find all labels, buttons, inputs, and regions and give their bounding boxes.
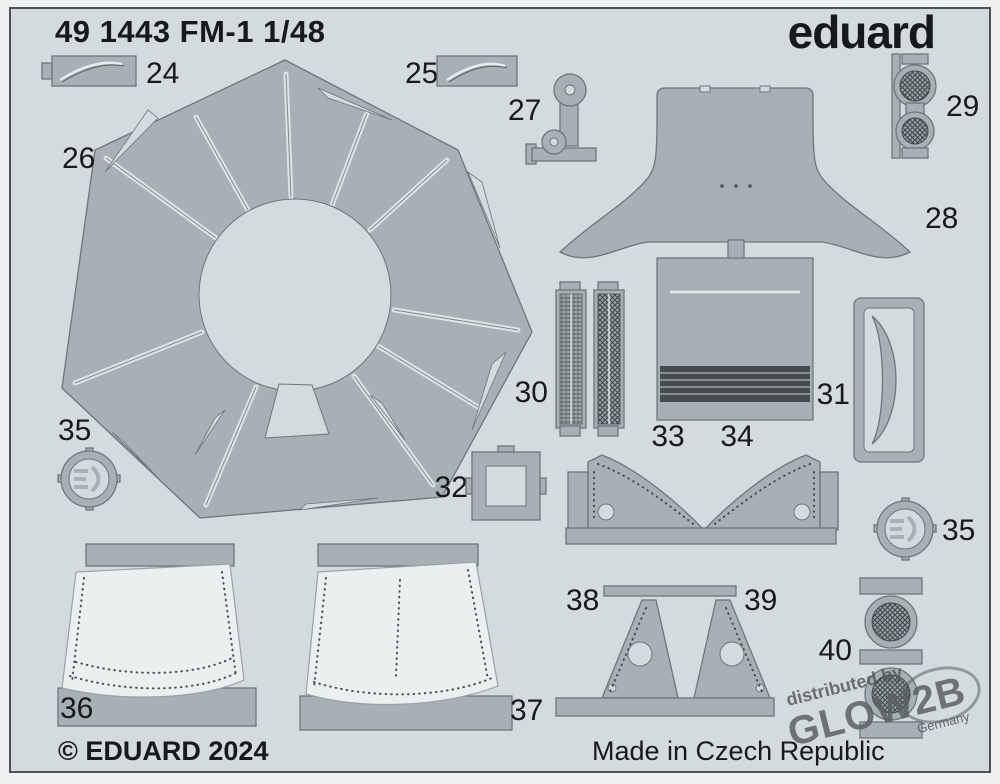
part-36-shape xyxy=(57,543,257,727)
part-30-shape xyxy=(555,281,625,437)
eduard-logo: eduard xyxy=(788,6,935,58)
part-35-right-shape xyxy=(873,497,937,561)
part-24-shape xyxy=(41,55,137,87)
part-40-label: 40 xyxy=(819,634,852,667)
part-36-label: 36 xyxy=(60,692,93,725)
part-32-label: 32 xyxy=(435,471,468,504)
part-31-shape xyxy=(853,297,925,463)
copyright-text: © EDUARD 2024 xyxy=(58,736,268,766)
part-29-label: 29 xyxy=(946,90,979,123)
part-35-right-label: 35 xyxy=(942,514,975,547)
part-38-shape xyxy=(601,585,737,699)
part-38-label: 38 xyxy=(566,584,599,617)
part-27-label: 27 xyxy=(508,94,541,127)
part-29-shape xyxy=(891,53,937,159)
watermark-swoosh xyxy=(899,666,981,724)
part-25-shape xyxy=(436,55,518,87)
part-34-shape xyxy=(705,454,839,531)
part-30-label: 30 xyxy=(515,376,548,409)
part-37-label: 37 xyxy=(510,694,543,727)
part-35-left-shape xyxy=(57,447,121,511)
part-27-shape xyxy=(525,73,597,165)
part-35-left-label: 35 xyxy=(58,414,91,447)
part-28-shape xyxy=(558,85,912,421)
part-33-shape xyxy=(567,454,703,531)
part-34-label: 34 xyxy=(720,420,753,453)
part-26-shape xyxy=(61,59,533,519)
sheet-title: 49 1443 FM-1 1/48 xyxy=(55,14,325,49)
part-31-label: 31 xyxy=(817,378,850,411)
made-in-text: Made in Czech Republic xyxy=(592,736,885,766)
part-32-shape xyxy=(465,445,547,521)
part-28-label: 28 xyxy=(925,202,958,235)
part-33-label: 33 xyxy=(651,420,684,453)
part-37-shape xyxy=(299,543,513,731)
part-40-shape xyxy=(859,577,923,739)
part-25-label: 25 xyxy=(405,57,438,90)
part-24-label: 24 xyxy=(146,57,179,90)
part-33-34-rail xyxy=(565,527,837,545)
part-39-label: 39 xyxy=(744,584,777,617)
part-38-39-rail xyxy=(555,697,775,717)
part-26-label: 26 xyxy=(62,142,95,175)
